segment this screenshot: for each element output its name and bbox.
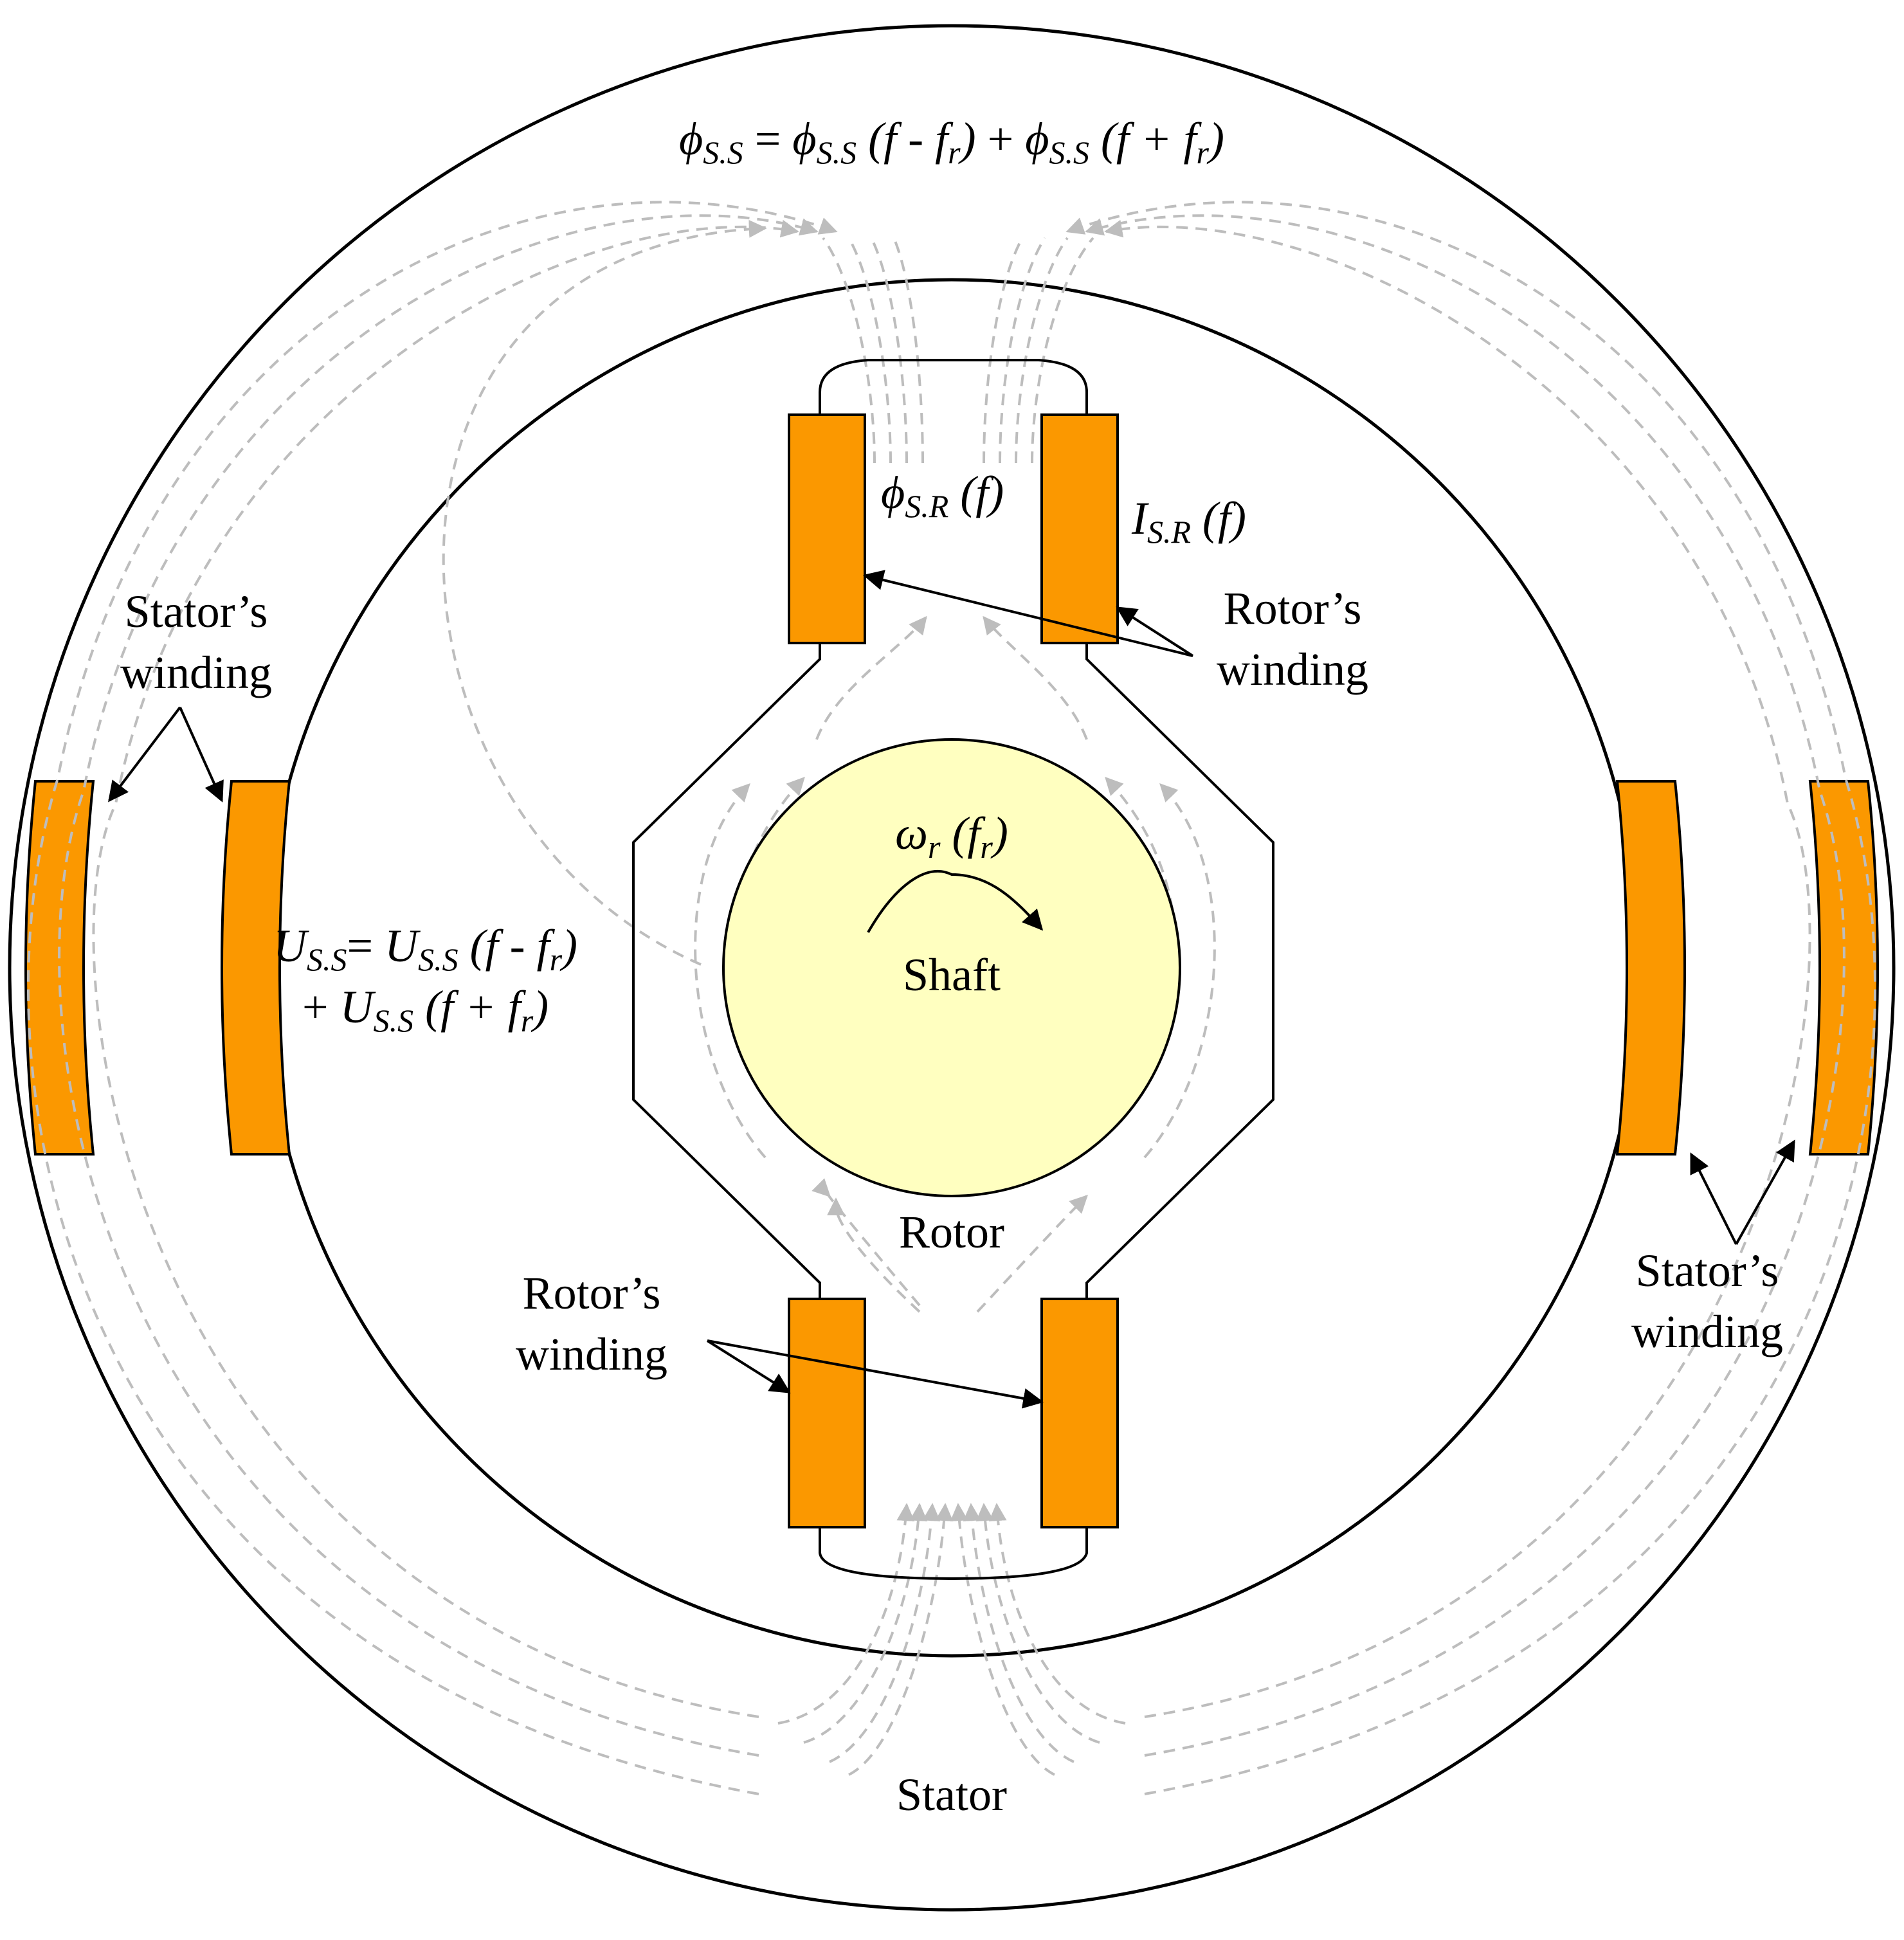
flux-bottom-gap <box>777 1503 1126 1776</box>
label-rotor-winding-bottom-2: winding <box>516 1328 667 1380</box>
leader-arrows <box>108 570 1795 1409</box>
rotor-top-end-ring <box>819 359 1088 415</box>
equation-rotor-speed: ωr (fr) <box>895 808 1008 865</box>
rotor-body <box>632 643 1274 1299</box>
rotor-winding-top-right <box>1040 413 1119 644</box>
stator-winding-left-inner <box>221 780 291 1156</box>
equation-stator-voltage-2: + US.S (f + fr) <box>302 981 549 1038</box>
label-stator: Stator <box>896 1769 1007 1820</box>
label-rotor-winding-top-2: winding <box>1217 644 1368 695</box>
rotor-bottom-end-ring <box>819 1527 1088 1581</box>
equation-rotor-current: IS.R (f) <box>1131 493 1246 550</box>
label-stator-winding-left-1: Stator’s <box>125 586 268 637</box>
label-rotor-winding-bottom-1: Rotor’s <box>523 1267 661 1319</box>
stator-flux-right <box>1065 201 1877 1795</box>
equation-rotor-flux: ϕS.R (f) <box>881 467 1004 524</box>
rotation-arrow <box>867 870 1044 933</box>
label-rotor: Rotor <box>899 1206 1004 1258</box>
equation-stator-flux: ϕS.S = ϕS.S (f - fr) + ϕS.S (f + fr) <box>679 113 1224 170</box>
rotor-winding-bottom-right <box>1040 1298 1119 1528</box>
stator-winding-right-inner <box>1615 780 1686 1156</box>
flux-top-gap <box>822 237 1094 464</box>
equation-stator-voltage-1: US.S= US.S (f - fr) <box>273 920 577 977</box>
shaft <box>722 738 1181 1197</box>
stator-flux-left <box>26 201 838 1795</box>
stator-flux-lines <box>442 219 767 966</box>
label-stator-winding-right-1: Stator’s <box>1636 1245 1779 1296</box>
label-shaft: Shaft <box>903 949 1001 1001</box>
label-stator-winding-left-2: winding <box>120 647 272 698</box>
rotor-winding-bottom-left <box>788 1298 866 1528</box>
label-stator-winding-right-2: winding <box>1631 1306 1783 1357</box>
label-rotor-winding-top-1: Rotor’s <box>1224 583 1362 634</box>
rotor-winding-top-left <box>788 413 866 644</box>
